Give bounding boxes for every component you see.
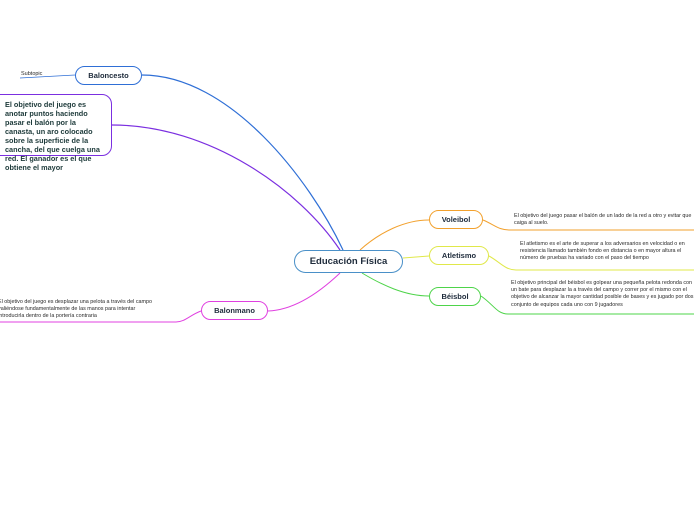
topic-baloncesto-label: Baloncesto: [88, 71, 129, 80]
topic-beisbol[interactable]: Béisbol: [429, 287, 481, 306]
topic-atletismo[interactable]: Atletismo: [429, 246, 489, 265]
baloncesto-description-text: El objetivo del juego es anotar puntos h…: [5, 100, 100, 172]
underline-voleibol: [482, 219, 694, 231]
note-atletismo[interactable]: El atletismo es el arte de superar a los…: [520, 241, 685, 262]
topic-baloncesto-description[interactable]: El objetivo del juego es anotar puntos h…: [0, 94, 112, 172]
central-topic[interactable]: Educación Física: [294, 250, 403, 273]
underline-beisbol: [480, 295, 694, 315]
central-topic-label: Educación Física: [309, 256, 388, 267]
link-baloncesto: [141, 74, 344, 251]
topic-voleibol[interactable]: Voleibol: [429, 210, 483, 229]
topic-beisbol-label: Béisbol: [441, 292, 469, 301]
underline-atletismo: [488, 255, 694, 271]
link-balonmano: [267, 272, 341, 312]
link-description: [111, 124, 341, 251]
link-beisbol: [361, 272, 430, 297]
link-atletismo: [402, 255, 430, 259]
note-beisbol[interactable]: El objetivo principal del béisbol es gol…: [511, 280, 694, 308]
topic-baloncesto[interactable]: Baloncesto: [75, 66, 142, 85]
note-voleibol[interactable]: El objetivo del juego pasar el balón de …: [514, 213, 692, 227]
topic-voleibol-label: Voleibol: [441, 215, 471, 224]
link-subtopic: [19, 74, 76, 79]
link-voleibol: [359, 219, 430, 251]
topic-balonmano[interactable]: Balonmano: [201, 301, 268, 320]
subtopic-label[interactable]: Subtopic: [21, 71, 43, 77]
note-balonmano[interactable]: El objetivo del juego es desplazar una p…: [0, 299, 153, 320]
topic-atletismo-label: Atletismo: [441, 251, 477, 260]
topic-balonmano-label: Balonmano: [214, 306, 255, 315]
underline-balonmano: [0, 310, 202, 323]
